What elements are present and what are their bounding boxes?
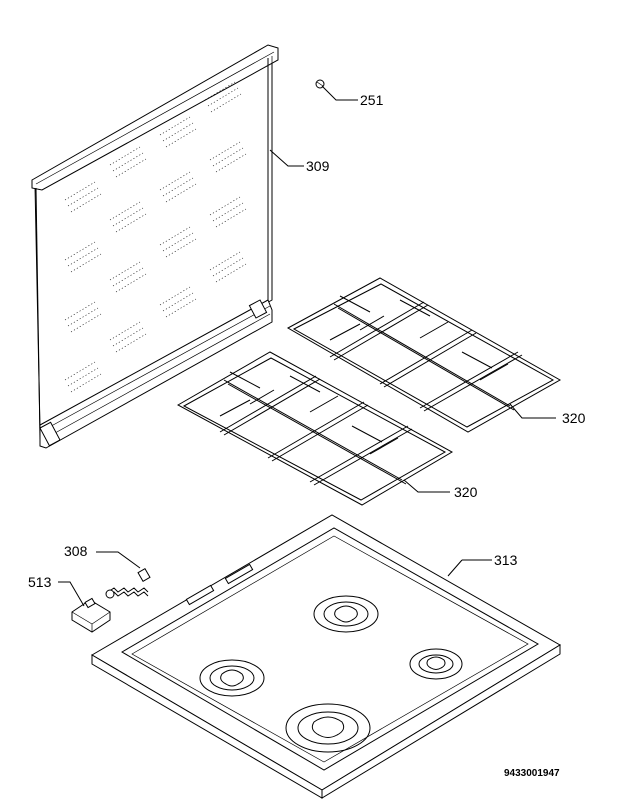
pan-support-part-320-rear <box>286 277 562 433</box>
spring-part-308 <box>105 567 151 599</box>
leader-lines <box>58 85 556 607</box>
document-number: 9433001947 <box>504 768 560 779</box>
pan-support-part-320-front <box>176 351 454 506</box>
glass-lid-part-309 <box>31 44 279 449</box>
burner-rear-left <box>313 595 379 633</box>
callout-309: 309 <box>306 158 330 174</box>
callout-513: 513 <box>28 574 52 590</box>
callout-251: 251 <box>360 92 384 108</box>
burner-rear-right <box>409 648 463 680</box>
bracket-part-513 <box>71 597 111 633</box>
glass-reflection-hatching <box>64 81 247 393</box>
callout-320-rear: 320 <box>562 410 586 426</box>
callout-308: 308 <box>64 543 88 559</box>
burner-front-right-large <box>285 703 371 753</box>
burner-front-left <box>199 659 265 697</box>
hob-top-part-313 <box>91 514 561 799</box>
callout-313: 313 <box>494 552 518 568</box>
callout-320-front: 320 <box>454 484 478 500</box>
